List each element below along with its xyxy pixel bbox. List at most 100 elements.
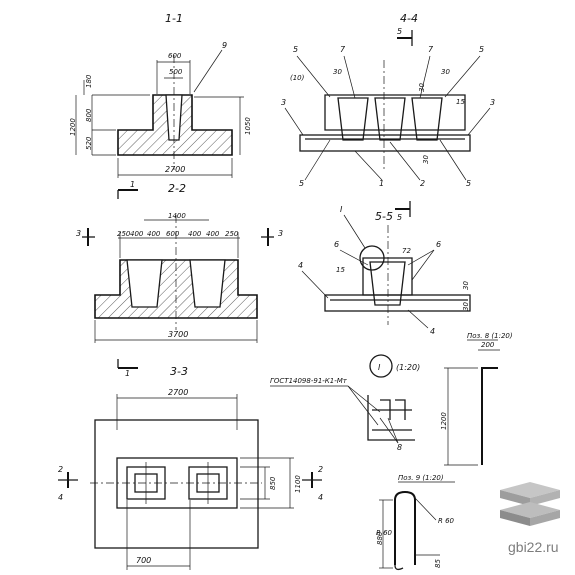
dim-30b: 30 — [441, 68, 450, 76]
section-4-4-socket-mid — [374, 97, 406, 141]
detail-I-rebar — [372, 409, 412, 431]
dim-250a: 250 — [117, 230, 131, 238]
detail-I-wires — [380, 399, 406, 420]
pos-8: Поз. 8 (1:20) 200 1200 — [440, 332, 513, 466]
mark-4-left: 4 — [58, 493, 63, 502]
section-4-4-base — [299, 134, 471, 152]
dim-500: 500 — [169, 68, 183, 76]
radius-60a: R 60 — [376, 529, 393, 537]
section-5-5: 5-5 I 6 6 72 15 30 30 4 4 — [298, 205, 471, 336]
gost-note: ГОСТ14098-91-К1-Мт — [270, 377, 348, 385]
section-mark-1: 1 1 — [117, 180, 138, 378]
dim-2700: 2700 — [165, 165, 185, 174]
callout-9: 9 — [222, 41, 227, 50]
detail-I-marker — [369, 354, 393, 378]
section-2-2-cavity-right — [189, 259, 226, 308]
callout-5d: 5 — [466, 179, 471, 188]
dim-400b: 400 — [147, 230, 161, 238]
mark-3-right: 3 — [278, 229, 283, 238]
callout-3a: 3 — [281, 98, 286, 107]
dim-30a: 30 — [333, 68, 342, 76]
dim-600: 600 — [168, 52, 182, 60]
dim-10: (10) — [290, 74, 305, 82]
pos-9-title: Поз. 9 (1:20) — [398, 474, 444, 482]
plan-outline — [94, 419, 259, 549]
dim-30e: 30 — [462, 281, 470, 290]
section-5-5-column — [362, 257, 413, 296]
dim-520: 520 — [85, 136, 93, 150]
pos-8-title: Поз. 8 (1:20) — [467, 332, 513, 340]
dim-400c: 400 — [188, 230, 202, 238]
mark-1-bottom: 1 — [125, 369, 130, 378]
callout-6b: 6 — [436, 240, 441, 249]
callout-5b: 5 — [479, 45, 484, 54]
dim-1100: 1100 — [294, 475, 302, 493]
mark-2-left: 2 — [58, 465, 63, 474]
section-4-4-pedestal — [324, 94, 466, 131]
dim-1200: 1200 — [69, 118, 77, 136]
pos-9-bar — [394, 490, 416, 565]
dim-200: 200 — [481, 341, 495, 349]
callout-4b: 4 — [430, 327, 435, 336]
section-3-3: 3-3 2700 850 1100 700 — [90, 365, 302, 570]
section-4-4: 4-4 5 5 7 7 5 30 30 (10) 30 15 30 3 3 5 … — [281, 12, 495, 222]
dim-30c: 30 — [418, 83, 426, 92]
dim-400d: 400 — [206, 230, 220, 238]
radius-60b: R 60 — [438, 517, 455, 525]
dim-600b: 600 — [166, 230, 180, 238]
pos-9: Поз. 9 (1:20) 880 R 60 R 60 85 — [376, 474, 455, 571]
callout-7b: 7 — [428, 45, 434, 54]
watermark: gbi22.ru — [500, 482, 560, 555]
mark-2-right: 2 — [318, 465, 323, 474]
section-1-1-title: 1-1 — [165, 12, 183, 25]
dim-250b: 250 — [225, 230, 239, 238]
section-mark-3: 3 3 — [76, 228, 283, 246]
dim-72: 72 — [402, 247, 411, 255]
section-4-4-title: 4-4 — [400, 12, 418, 25]
section-1-1-cavity — [165, 94, 183, 141]
callout-3b: 3 — [490, 98, 495, 107]
section-2-2-cavity-left — [126, 259, 163, 308]
dim-850: 850 — [269, 476, 277, 490]
dim-700: 700 — [136, 556, 151, 565]
section-mark-2-4: 2 4 2 4 — [58, 465, 323, 502]
watermark-site: gbi22.ru — [508, 539, 559, 555]
callout-5c: 5 — [299, 179, 304, 188]
dim-15b: 15 — [336, 266, 345, 274]
callout-5-mark: 5 — [397, 27, 402, 36]
mark-4-right: 4 — [318, 493, 323, 502]
dim-3700: 3700 — [168, 330, 188, 339]
section-4-4-socket-right — [411, 97, 443, 141]
callout-2: 2 — [420, 179, 425, 188]
mark-3-left: 3 — [76, 229, 81, 238]
section-1-1: 1-1 600 500 180 800 1200 520 1050 2700 9 — [69, 12, 252, 178]
dim-30f: 30 — [462, 302, 470, 311]
detail-I-scale: (1:20) — [396, 363, 420, 372]
detail-I: I (1:20) ГОСТ14098-91-К1-Мт 8 — [270, 354, 420, 452]
callout-I: I — [340, 205, 343, 214]
detail-I-label: I — [378, 363, 381, 372]
pos-8-bar — [481, 367, 498, 465]
dim-800: 800 — [85, 108, 93, 122]
dim-1050: 1050 — [244, 117, 252, 135]
callout-6a: 6 — [334, 240, 339, 249]
detail-I-outline — [367, 395, 415, 441]
dim-1400: 1400 — [168, 212, 186, 220]
section-2-2: 2-2 1400 250 400 400 600 400 400 250 370… — [94, 182, 258, 343]
callout-5-mark-bottom: 5 — [397, 213, 402, 222]
dim-15a: 15 — [456, 98, 465, 106]
gbi22-logo-icon — [500, 482, 560, 526]
callout-7a: 7 — [340, 45, 346, 54]
detail-I-circle — [359, 245, 385, 271]
dim-880: 880 — [376, 531, 384, 545]
mark-1-top: 1 — [130, 180, 135, 189]
section-3-3-title: 3-3 — [170, 365, 188, 378]
section-5-5-base — [324, 294, 471, 312]
callout-1: 1 — [379, 179, 384, 188]
dim-1200b: 1200 — [440, 412, 448, 430]
dim-400a: 400 — [130, 230, 144, 238]
callout-5a: 5 — [293, 45, 298, 54]
section-5-5-title: 5-5 — [375, 210, 393, 223]
section-2-2-title: 2-2 — [168, 182, 186, 195]
